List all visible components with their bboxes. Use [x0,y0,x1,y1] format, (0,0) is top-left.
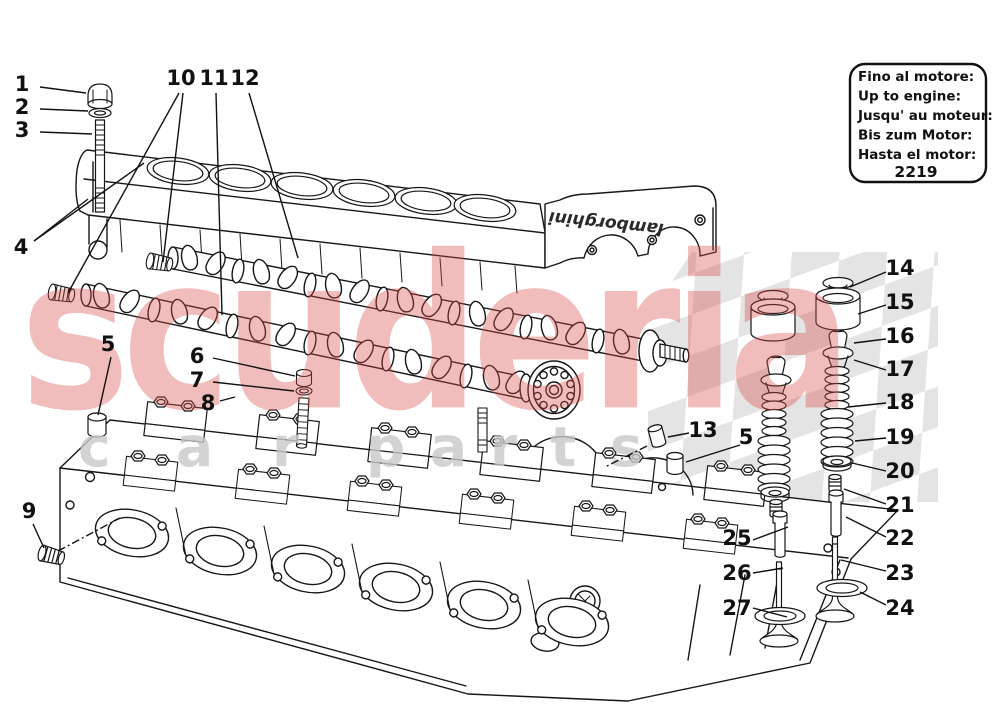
carparts-letter: a [176,415,213,479]
callout-number-14: 14 [885,256,914,280]
callout-number-26: 26 [722,561,751,585]
leader-line-23 [840,559,887,572]
scuderia-watermark: scuderia [20,211,845,459]
callout-number-24: 24 [885,596,914,620]
callout-number-10: 10 [166,66,195,90]
leader-line-24 [859,591,887,606]
callout-number-12: 12 [230,66,259,90]
leader-line-13 [604,445,648,468]
leader-line-25 [752,526,789,541]
small-plugs [35,412,684,568]
callout-number-15: 15 [885,290,914,314]
callout-number-1: 1 [15,72,30,96]
leader-line-5 [685,444,741,463]
info-box-line: Hasta el motor: [858,147,976,163]
callout-number-19: 19 [885,425,914,449]
leader-line-15 [857,304,887,315]
cap-nut-washer-stud [87,83,113,213]
callout-number-18: 18 [885,390,914,414]
callout-number-22: 22 [885,526,914,550]
callout-number-2: 2 [15,95,30,119]
leader-line-12 [248,92,299,259]
carparts-letter: r [272,415,299,479]
leader-line-9 [57,517,121,552]
info-box: Fino al motore: Up to engine: Jusqu' au mo… [848,62,993,184]
head-stud [477,407,488,453]
leader-line-8 [219,396,236,402]
exhaust-ports [94,508,610,647]
callout-number-16: 16 [885,324,914,348]
info-box-line: Fino al motore: [858,69,974,85]
leader-line-16 [853,338,887,344]
leader-line-7 [212,381,295,392]
callout-number-21: 21 [885,493,914,517]
carparts-letter: p [366,415,405,479]
callout-number-23: 23 [885,561,914,585]
camshaft-flange [519,360,581,420]
leader-line-20 [851,462,887,472]
callout-number-5: 5 [101,332,116,356]
carparts-letter: r [490,415,517,479]
cover-oil-openings [146,156,517,223]
carparts-letter: s [610,415,643,479]
leader-line-17 [853,359,887,371]
callout-number-13: 13 [688,418,717,442]
callout-number-8: 8 [201,391,216,415]
callout-number-25: 25 [722,526,751,550]
leader-line-5 [97,356,112,416]
callout-number-4: 4 [14,235,29,259]
carparts-letter: t [550,415,576,479]
leader-line-13 [667,432,690,438]
carparts-letter: a [430,415,467,479]
callout-number-11: 11 [199,66,228,90]
camshaft-intake-drawing [80,280,581,420]
leader-line-10 [67,92,180,294]
carparts-letter: c [78,415,111,479]
valve-cover-drawing: lamborghini [75,149,717,294]
cylinder-head-drawing [59,396,899,702]
leader-line-19 [854,437,887,442]
leader-line-27 [752,607,788,618]
info-box-line: Jusqu' au moteur: [857,108,993,124]
leader-line-26 [752,567,784,574]
leader-line-4 [33,162,145,242]
callout-number-9: 9 [22,499,37,523]
leader-line-21 [843,488,887,505]
leader-line-11 [215,92,223,316]
callout-number-5: 5 [739,425,754,449]
callout-number-17: 17 [885,357,914,381]
callout-number-6: 6 [190,344,205,368]
callout-number-3: 3 [15,118,30,142]
leader-line-22 [845,516,887,538]
center-cap-ring-stud [295,368,313,449]
leader-line-18 [847,402,887,408]
leader-line-9 [32,523,45,549]
leader-line-3 [39,131,93,135]
leader-line-1 [39,86,87,94]
leader-line-6 [212,357,296,377]
info-box-line: Bis zum Motor: [858,128,972,144]
leader-line-10 [162,92,184,263]
info-box-line: Up to engine: [858,89,961,105]
leader-line-14 [849,271,887,288]
leader-line-2 [39,108,89,112]
callout-number-27: 27 [722,596,751,620]
callout-number-7: 7 [190,368,205,392]
engine-number: 2219 [894,163,937,181]
callout-number-20: 20 [885,459,914,483]
